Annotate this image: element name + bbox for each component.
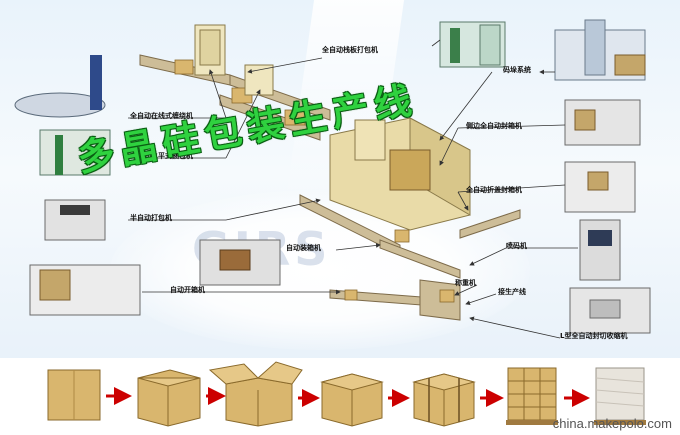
label-side-sealer: 侧边全自动封箱机 [466, 122, 522, 130]
semi-strapper-machine [44, 199, 106, 241]
label-inkjet: 喷码机 [506, 242, 527, 250]
label-weigher: 称重机 [455, 279, 476, 287]
boxes-on-line [174, 59, 455, 303]
strapper-left-machine [39, 129, 111, 176]
label-case-packer: 自动装箱机 [286, 244, 321, 252]
case-packer-machine [199, 239, 281, 286]
stretch-wrapper-machine [14, 55, 106, 118]
online-wrapper-machine [194, 24, 226, 76]
horizontal-strapper-machine [244, 64, 274, 96]
label-stacker: 码垛系统 [503, 66, 531, 74]
case-erector-machine [29, 264, 141, 316]
conveyor-network [139, 54, 521, 321]
site-watermark: china.makepolo.com [552, 416, 672, 431]
fold-sealer-machine [564, 161, 636, 213]
stacker-machine [554, 19, 646, 81]
label-case-erector: 自动开箱机 [170, 286, 205, 294]
label-fold-sealer: 全自动折盖封箱机 [466, 186, 522, 194]
step-wrapped-pallet [594, 367, 646, 425]
label-line: 接生产线 [498, 288, 526, 296]
label-online-wrapper: 全自动在线式缠绕机 [130, 112, 193, 120]
label-semi-strapper: 半自动打包机 [130, 214, 172, 222]
step-stacked-pallet [506, 367, 558, 425]
central-machine [329, 117, 471, 231]
step-sealed-box [320, 373, 384, 427]
process-strip: china.makepolo.com [0, 358, 680, 435]
step-open-box [137, 369, 201, 427]
process-steps [47, 361, 646, 427]
leader-lines [128, 39, 578, 339]
label-horizontal-strapper: 全自动水平式捆包机 [130, 152, 193, 160]
inkjet-machine [579, 219, 621, 281]
label-shrink: L型全自动封切收缩机 [560, 332, 628, 340]
side-sealer-machine [564, 99, 641, 146]
pallet-strapper-machine [439, 21, 506, 68]
label-pallet-strapper: 全自动栈板打包机 [322, 46, 378, 54]
step-strapped-box [412, 373, 476, 427]
step-folding-box [208, 361, 303, 427]
step-flat-board [47, 369, 101, 421]
shrink-machine [569, 287, 651, 334]
process-arrows [106, 387, 590, 407]
